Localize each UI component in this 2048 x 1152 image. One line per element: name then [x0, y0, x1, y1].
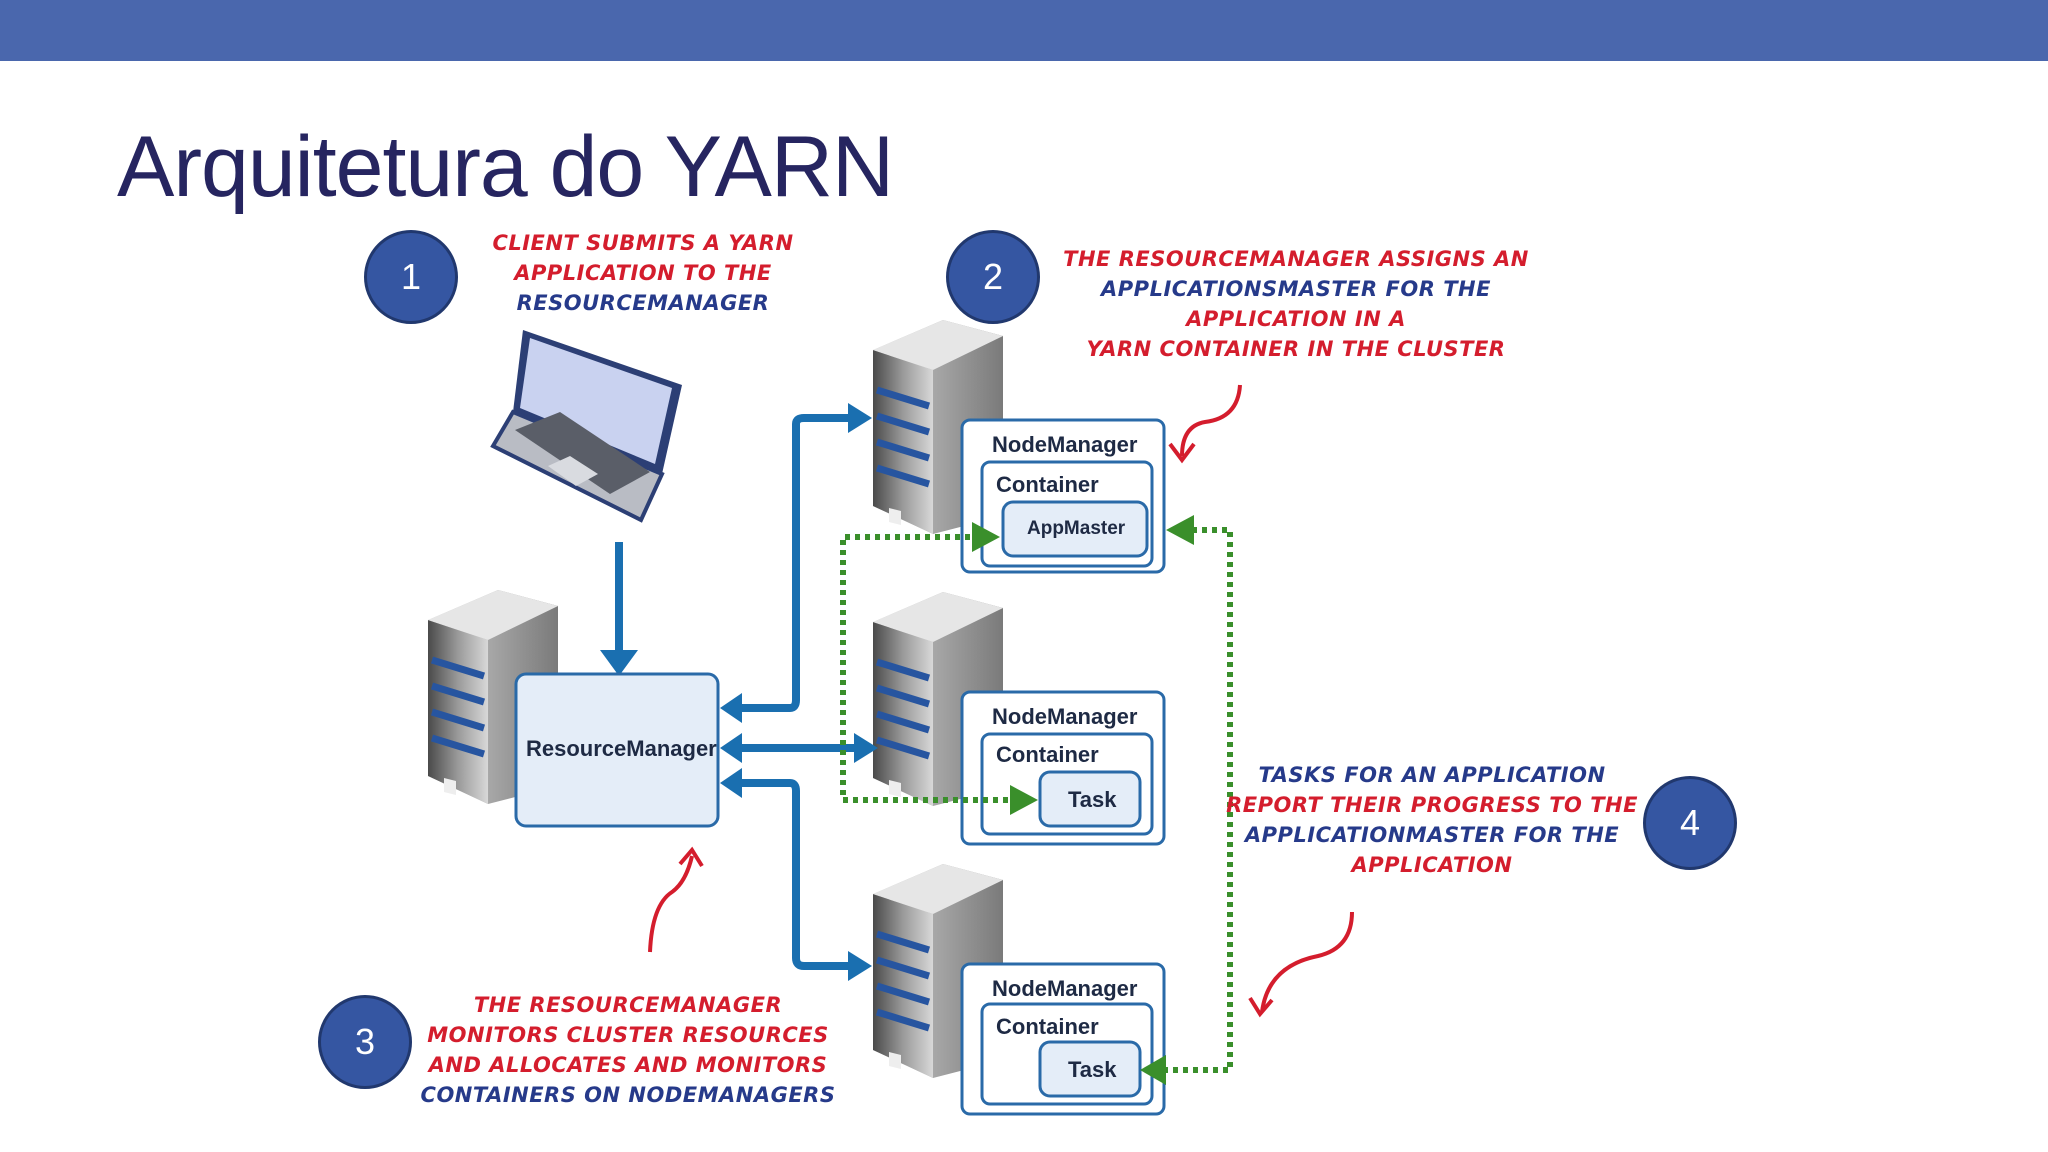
step3-note: THE RESOURCEMANAGER MONITORS CLUSTER RES…: [418, 990, 838, 1110]
step3-note-line: CONTAINERS ON NODEMANAGERS: [420, 1083, 836, 1107]
node-manager-1-label: NodeManager: [992, 432, 1138, 457]
appmaster-label: AppMaster: [1027, 518, 1126, 539]
resource-manager-label: ResourceManager: [526, 736, 717, 761]
step2-note-line: YARN CONTAINER IN THE CLUSTER: [1086, 337, 1506, 361]
header-bar: [0, 0, 2048, 61]
resource-manager-box: [514, 672, 720, 828]
step2-note-line: APPLICATIONSMASTER FOR THE: [1101, 277, 1491, 301]
node-manager-3: [960, 962, 1166, 1116]
task-2-label: Task: [1068, 1057, 1117, 1082]
container-3-label: Container: [996, 1014, 1099, 1039]
step2-note-line: THE RESOURCEMANAGER ASSIGNS AN: [1063, 247, 1529, 271]
progress-arrow-heads: [972, 515, 1194, 1085]
node-manager-2-label: NodeManager: [992, 704, 1138, 729]
container-2-label: Container: [996, 742, 1099, 767]
step-badge-1: 1: [364, 230, 458, 324]
step-badge-4: 4: [1643, 776, 1737, 870]
step4-note-line: TASKS FOR AN APPLICATION: [1258, 763, 1606, 787]
step1-note-line: RESOURCEMANAGER: [516, 291, 770, 315]
step1-note: CLIENT SUBMITS A YARN APPLICATION TO THE…: [468, 228, 818, 318]
step3-note-line: MONITORS CLUSTER RESOURCES: [427, 1023, 829, 1047]
step4-note-line: REPORT THEIR PROGRESS TO THE: [1226, 793, 1638, 817]
laptop-icon: [490, 330, 682, 523]
request-arrows: [615, 414, 858, 970]
step4-note-line: APPLICATION: [1351, 853, 1513, 877]
step-badge-3: 3: [318, 995, 412, 1089]
arrow-heads: [600, 403, 878, 981]
slide-title: Arquitetura do YARN: [117, 119, 894, 215]
step1-note-line: CLIENT SUBMITS A YARN: [492, 231, 794, 255]
step4-note-line: APPLICATIONMASTER FOR THE: [1244, 823, 1620, 847]
task-1-label: Task: [1068, 787, 1117, 812]
step3-note-line: THE RESOURCEMANAGER: [473, 993, 783, 1017]
step3-note-line: AND ALLOCATES AND MONITORS: [428, 1053, 828, 1077]
annotation-arrow-heads: [678, 442, 1274, 1018]
container-1-label: Container: [996, 472, 1099, 497]
progress-arrows: [840, 527, 1233, 1073]
step2-note-line: APPLICATION IN A: [1186, 307, 1406, 331]
node-manager-3-label: NodeManager: [992, 976, 1138, 1001]
step2-note: THE RESOURCEMANAGER ASSIGNS AN APPLICATI…: [1046, 244, 1546, 364]
node-manager-1: [960, 418, 1166, 574]
step4-note: TASKS FOR AN APPLICATION REPORT THEIR PR…: [1222, 760, 1642, 880]
annotation-arrows: [648, 384, 1354, 1013]
step-badge-2: 2: [946, 230, 1040, 324]
step1-note-line: APPLICATION TO THE: [514, 261, 772, 285]
